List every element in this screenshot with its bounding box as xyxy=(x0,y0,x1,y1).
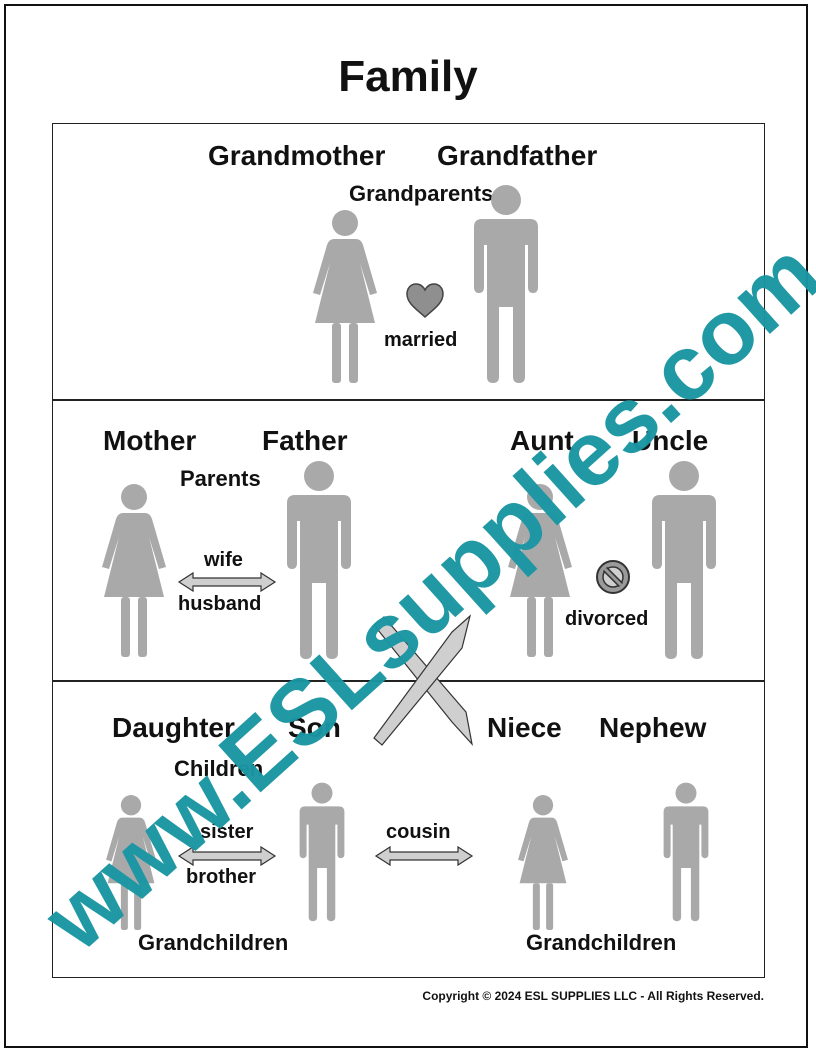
brother-label: brother xyxy=(186,866,256,888)
niece-label: Niece xyxy=(487,712,562,743)
father-label: Father xyxy=(262,425,348,456)
wife-label: wife xyxy=(204,549,243,571)
grandchildren-right-label: Grandchildren xyxy=(526,930,677,955)
aunt-label: Aunt xyxy=(510,425,574,456)
mother-label: Mother xyxy=(103,425,197,456)
prohibited-icon xyxy=(596,560,630,594)
husband-label: husband xyxy=(178,593,262,615)
page-border xyxy=(4,4,808,1048)
page-title: Family xyxy=(338,52,478,101)
grandparents-label: Grandparents xyxy=(349,181,494,206)
parents-label: Parents xyxy=(180,466,261,491)
sister-label: sister xyxy=(200,821,254,843)
daughter-label: Daughter xyxy=(112,712,235,743)
divorced-label: divorced xyxy=(565,608,649,630)
grandfather-label: Grandfather xyxy=(437,140,598,171)
grandmother-label: Grandmother xyxy=(208,140,386,171)
children-label: Children xyxy=(174,756,264,781)
son-label: Son xyxy=(288,712,341,743)
grandchildren-left-label: Grandchildren xyxy=(138,930,289,955)
heart-icon xyxy=(406,283,444,319)
grandparents-box xyxy=(52,123,765,401)
married-label: married xyxy=(384,329,458,351)
nephew-label: Nephew xyxy=(599,712,707,743)
copyright-text: Copyright © 2024 ESL SUPPLIES LLC - All … xyxy=(422,989,764,1003)
uncle-label: Uncle xyxy=(632,425,709,456)
cousin-label: cousin xyxy=(386,821,451,843)
